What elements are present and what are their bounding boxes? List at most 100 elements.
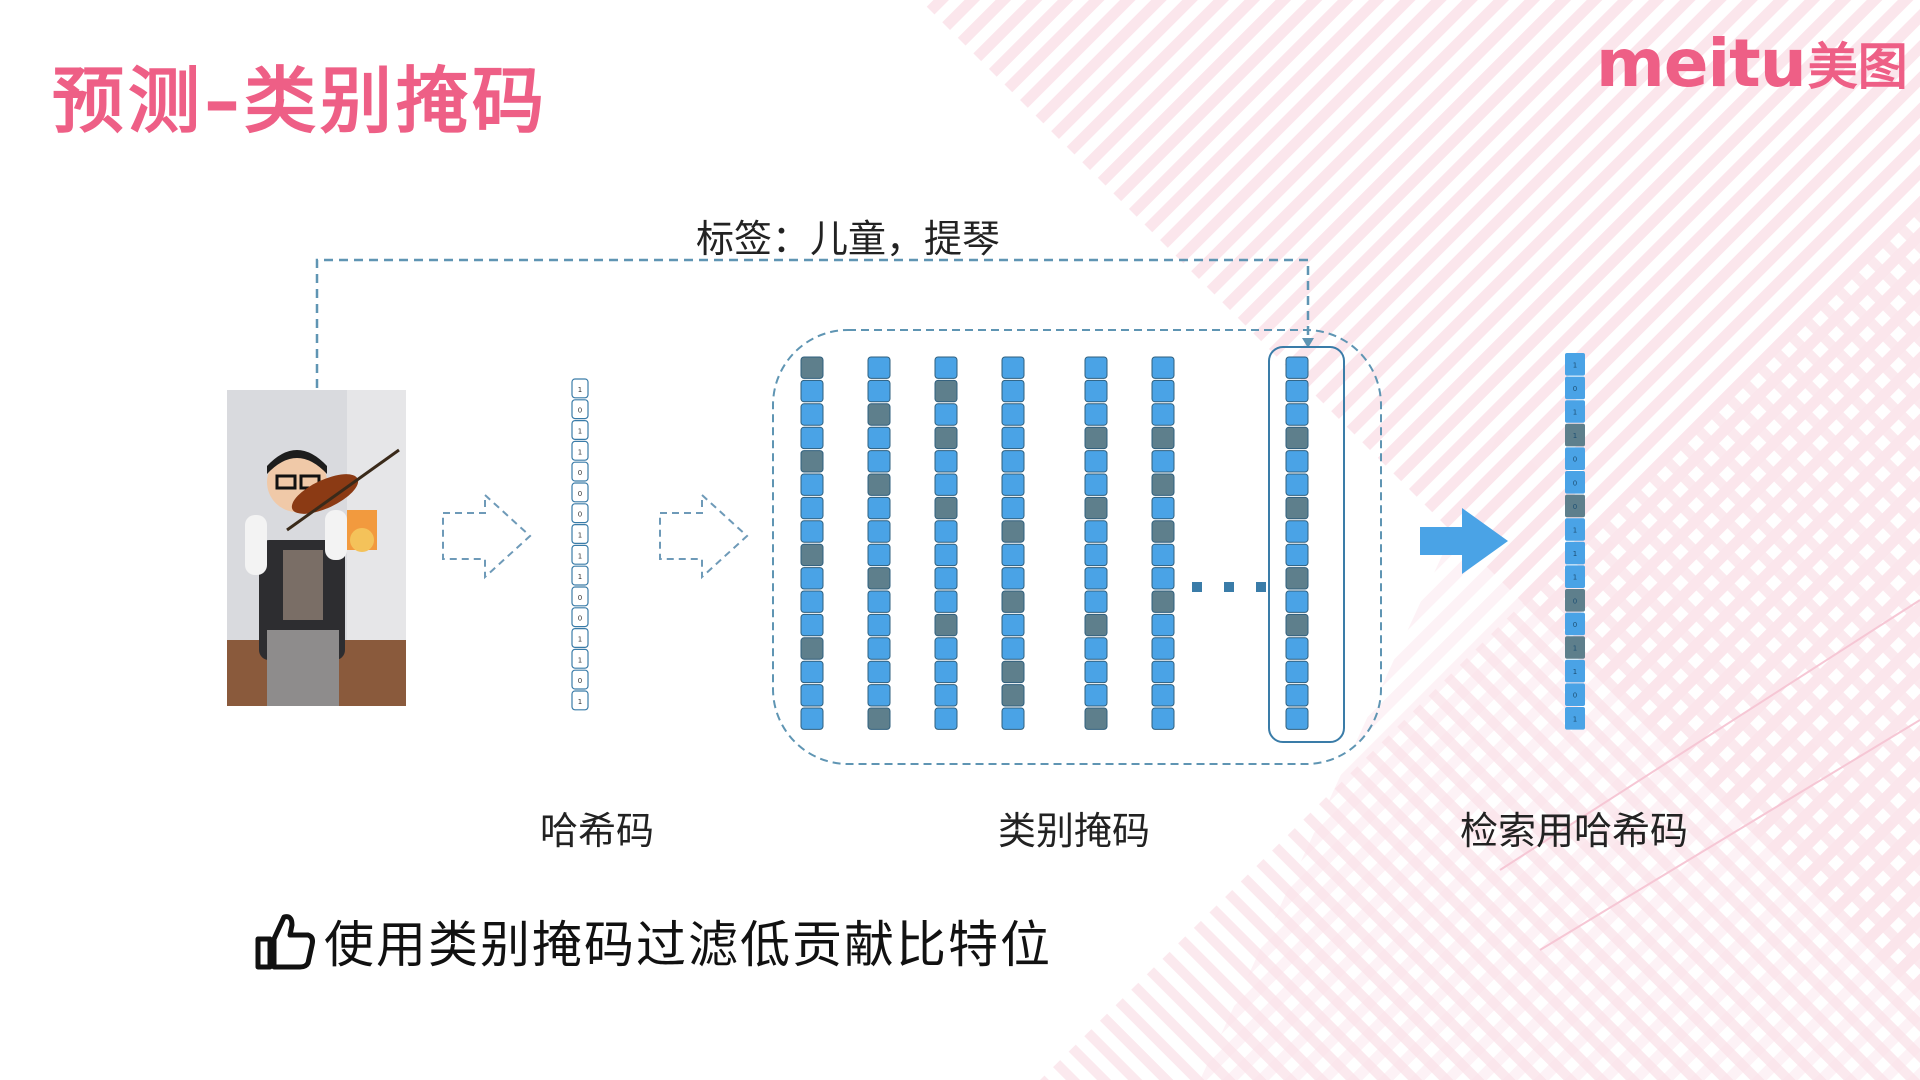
mask-cell-masked [867,403,891,426]
hash-cell [571,648,589,669]
hash-bit: 0 [578,511,582,519]
hash-bit: 1 [578,532,582,540]
mask-cell-active [867,660,891,684]
mask-cell-active [1001,496,1025,520]
mask-columns [800,356,1309,730]
search-bit: 1 [1573,645,1577,653]
mask-cell-active [1084,473,1108,496]
mask-cell-masked [1285,613,1309,637]
mask-cell-active [1285,637,1309,660]
mask-cell-active [1151,567,1175,590]
search-bit: 0 [1573,692,1577,700]
mask-cell-active [800,403,824,426]
search-bit: 1 [1573,527,1577,535]
mask-cell-active [800,379,824,403]
mask-cell-active [1151,379,1175,403]
mask-cell-active [1151,543,1175,567]
search-cell [1565,683,1585,706]
search-cell [1565,659,1585,683]
mask-cell-active [867,520,891,543]
mask-cell-active [800,496,824,520]
caption-hash-code: 哈希码 [540,809,655,853]
logo-latin-text: meitu [1596,24,1807,102]
ellipsis-dot [1192,582,1202,592]
mask-cell-active [867,379,891,403]
mask-cell-active [867,543,891,567]
mask-cell-active [867,496,891,520]
input-photo [227,390,406,706]
mask-cell-masked [1285,496,1309,520]
search-cell [1565,707,1585,730]
mask-cell-active [1285,450,1309,473]
mask-cell-active [934,520,958,543]
meitu-logo: meitu 美图 [1596,25,1908,102]
mask-cell-active [1001,707,1025,730]
hash-cell [571,461,589,482]
mask-cell-masked [1285,426,1309,450]
mask-cell-active [1001,403,1025,426]
mask-cell-active [1084,660,1108,684]
mask-cell-active [934,707,958,730]
hash-cell [571,669,589,690]
mask-cell-masked [934,613,958,637]
hash-cell [571,544,589,565]
search-bit: 1 [1573,668,1577,676]
mask-cell-masked [1151,473,1175,496]
mask-cell-masked [1151,590,1175,613]
mask-cell-active [1285,707,1309,730]
hash-cell [571,523,589,544]
slide-title: 预测–类别掩码 [52,59,549,143]
hash-bit: 1 [578,656,582,664]
mask-cell-masked [934,496,958,520]
mask-cell-active [800,684,824,707]
mask-cell-active [1151,637,1175,660]
mask-cell-active [1285,590,1309,613]
mask-cell-masked [800,543,824,567]
mask-cell-active [1285,403,1309,426]
hash-bit: 0 [578,677,582,685]
mask-cell-masked [867,707,891,730]
mask-cell-masked [1084,496,1108,520]
hash-bit: 1 [578,448,582,456]
mask-cell-active [1285,379,1309,403]
mask-cell-masked [800,356,824,379]
search-bit: 0 [1573,456,1577,464]
mask-cell-active [1285,520,1309,543]
mask-cell-masked [1001,684,1025,707]
mask-cell-active [934,450,958,473]
search-cell [1565,353,1585,376]
mask-cell-active [934,660,958,684]
search-bit: 1 [1573,432,1577,440]
hollow-arrow-1 [442,492,532,580]
hollow-arrow-2 [659,492,749,580]
search-bit: 1 [1573,409,1577,417]
hash-bit: 1 [578,636,582,644]
mask-cell-active [867,613,891,637]
search-cell-masked [1565,423,1585,447]
search-bit: 0 [1573,385,1577,393]
mask-cell-active [867,590,891,613]
mask-cell-active [934,473,958,496]
hash-cell [571,627,589,648]
mask-cell-active [934,543,958,567]
mask-cell-active [800,520,824,543]
caption-search-hash: 检索用哈希码 [1460,809,1689,853]
mask-cell-masked [934,426,958,450]
mask-cell-active [1001,473,1025,496]
search-bit: 1 [1573,361,1577,369]
hash-cell [571,586,589,607]
hash-cell [571,399,589,420]
logo-cjk-text: 美图 [1807,38,1908,96]
mask-cell-active [1151,707,1175,730]
mask-cell-active [800,567,824,590]
mask-cell-active [800,426,824,450]
search-cell [1565,541,1585,565]
footnote-text: 使用类别掩码过滤低贡献比特位 [324,916,1052,974]
search-cell [1565,400,1585,423]
hash-cell [571,440,589,461]
mask-cell-masked [934,379,958,403]
mask-cell-active [934,356,958,379]
mask-cell-active [800,590,824,613]
